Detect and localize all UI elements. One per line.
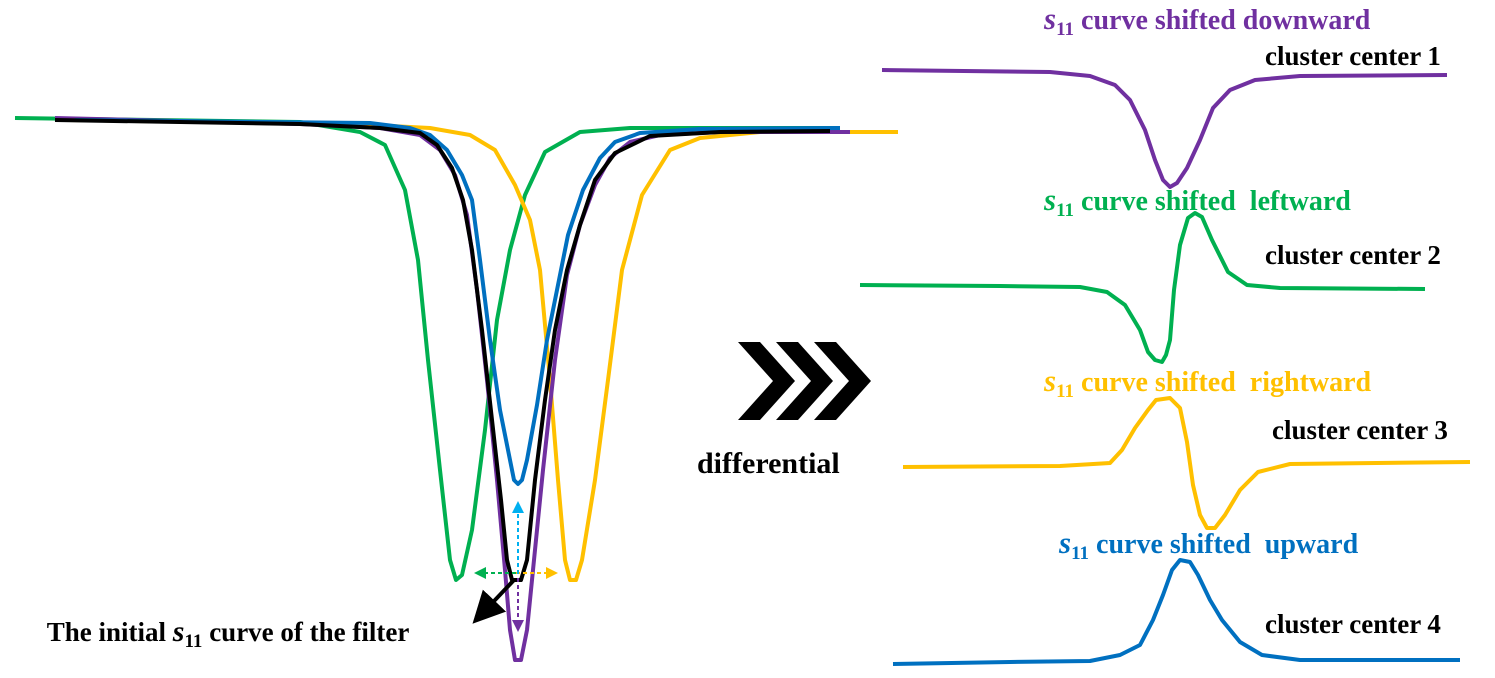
curve-upward — [74, 118, 841, 486]
cluster-curve-3 — [902, 396, 1471, 530]
curve-downward — [54, 116, 850, 662]
cluster-curve-1 — [881, 68, 1448, 189]
left-curves — [14, 116, 898, 662]
svg-text:s11 curve shifted rightward: s11 curve shifted rightward — [995, 363, 1406, 402]
cluster-label-1: cluster center 1 — [1265, 41, 1441, 71]
panel-caption-4: s11 curve shifted upward — [1010, 525, 1393, 564]
right-curves — [859, 68, 1471, 666]
cluster-label-3: cluster center 3 — [1272, 415, 1448, 445]
chevron-arrow-icon — [738, 342, 871, 420]
curve-initial — [54, 118, 831, 582]
cluster-curve-4 — [892, 558, 1460, 666]
cluster-label-4: cluster center 4 — [1265, 609, 1441, 639]
initial-curve-label: The initial s11 curve of the filter — [0, 615, 443, 652]
svg-text:s11 curve shifted downward: s11 curve shifted downward — [995, 1, 1405, 40]
svg-text:s11 curve shifted upward: s11 curve shifted upward — [1010, 525, 1393, 564]
shift-arrows — [474, 501, 558, 632]
svg-text:s11 curve shifted leftward: s11 curve shifted leftward — [995, 182, 1386, 221]
cluster-curve-2 — [859, 211, 1426, 364]
panel-caption-1: s11 curve shifted downward — [995, 1, 1405, 40]
initial-pointer-arrow — [472, 578, 516, 624]
differential-label: differential — [697, 447, 840, 480]
panel-caption-3: s11 curve shifted rightward — [995, 363, 1406, 402]
svg-text:The initial s11 curve of the f: The initial s11 curve of the filter — [0, 615, 443, 652]
cluster-label-2: cluster center 2 — [1265, 240, 1441, 270]
curve-rightward — [69, 118, 898, 582]
panel-caption-2: s11 curve shifted leftward — [995, 182, 1386, 221]
curve-leftward — [14, 116, 840, 582]
